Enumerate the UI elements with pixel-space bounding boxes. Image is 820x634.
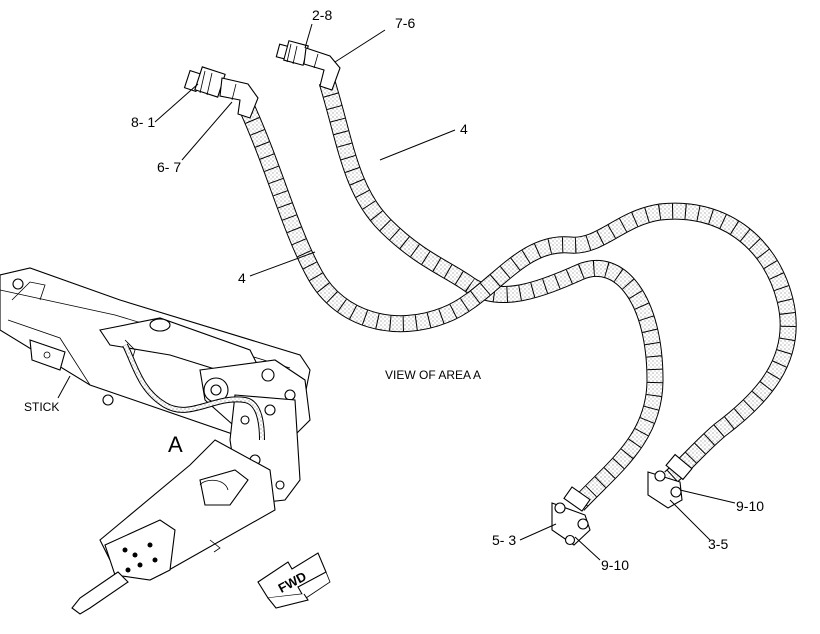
view-caption: VIEW OF AREA A bbox=[385, 368, 481, 382]
flange-right bbox=[647, 453, 693, 509]
area-letter: A bbox=[168, 432, 183, 457]
callout-6-7: 6- 7 bbox=[157, 159, 181, 175]
callout-3-5: 3-5 bbox=[708, 536, 728, 552]
fitting-6-7-elbow bbox=[219, 77, 259, 119]
fitting-2-8-connector bbox=[275, 40, 309, 66]
hose-lower bbox=[239, 104, 797, 485]
fitting-7-6-elbow bbox=[303, 47, 341, 91]
stick-leader bbox=[57, 375, 71, 399]
stick-label: STICK bbox=[24, 400, 59, 414]
fitting-8-1-connector bbox=[183, 66, 226, 98]
flange-left bbox=[551, 486, 591, 546]
leader-lines bbox=[154, 23, 736, 561]
callout-4-lower: 4 bbox=[238, 270, 246, 286]
callout-7-6: 7-6 bbox=[395, 15, 415, 31]
callout-5-3: 5- 3 bbox=[492, 532, 516, 548]
callout-9-10-bottom: 9-10 bbox=[601, 557, 629, 573]
hose-upper bbox=[318, 79, 664, 511]
callout-9-10-right: 9-10 bbox=[736, 498, 764, 514]
callout-8-1: 8- 1 bbox=[131, 114, 155, 130]
callout-4-upper: 4 bbox=[460, 121, 468, 137]
fwd-arrow-icon bbox=[257, 552, 331, 609]
machine-stick-assembly bbox=[0, 267, 311, 615]
callout-2-8: 2-8 bbox=[312, 7, 332, 23]
